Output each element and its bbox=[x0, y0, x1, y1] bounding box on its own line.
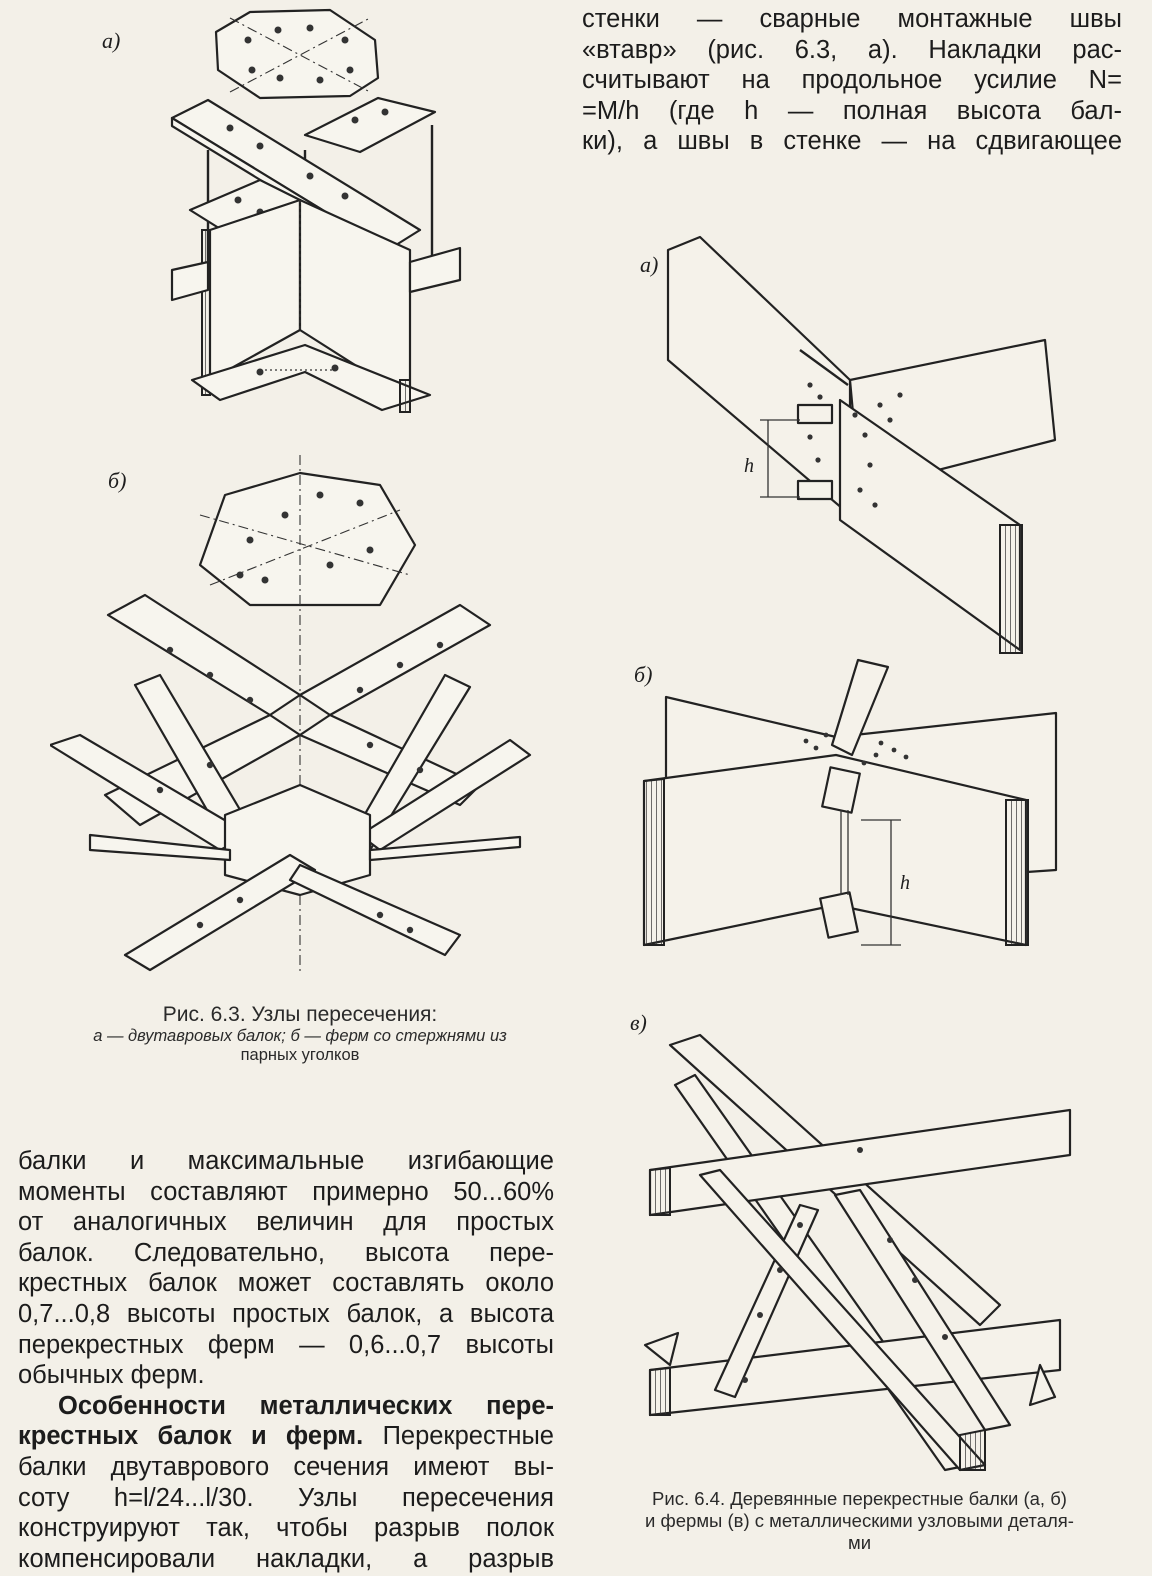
caption-line: парных уголков bbox=[240, 1046, 360, 1064]
heading-bold: Особенности металлических пере- bbox=[58, 1391, 554, 1420]
text-line: =M/h (где h — полная высота бал- bbox=[582, 96, 1122, 125]
figure-6-4a-dim-h: h bbox=[744, 455, 754, 477]
figure-6-4b-wood-beam-node bbox=[636, 655, 1066, 955]
text-line: моменты составляют примерно 50...60% bbox=[18, 1177, 554, 1206]
figure-6-3-label-b: б) bbox=[108, 468, 127, 493]
caption-line: и фермы (в) с металлическими узловыми де… bbox=[645, 1510, 1074, 1531]
figure-6-4-label-v: в) bbox=[630, 1010, 647, 1035]
text-line: балки и максимальные изгибающие bbox=[18, 1147, 554, 1175]
text-line: балки двутаврового сечения имеют вы- bbox=[18, 1452, 554, 1481]
text-line: стенки — сварные монтажные швы bbox=[582, 5, 1122, 33]
text-line: соту h=l/24...l/30. Узлы пересечения bbox=[18, 1483, 554, 1512]
figure-6-4b-dim-h: h bbox=[900, 872, 910, 894]
section-heading: Особенности металлических пере- bbox=[18, 1391, 554, 1422]
text-line: балок. Следовательно, высота пере- bbox=[18, 1238, 554, 1267]
text-line: ки), а швы в стенке — на сдвигающее bbox=[582, 127, 1122, 156]
caption-line: а — двутавровых балок; б — ферм со стерж… bbox=[93, 1027, 507, 1045]
figure-6-3a-i-beam-node bbox=[160, 0, 480, 420]
caption-line: Рис. 6.4. Деревянные перекрестные балки … bbox=[652, 1488, 1067, 1509]
top-right-paragraph: стенки — сварные монтажные швы «втавр» (… bbox=[582, 4, 1122, 157]
figure-6-3-caption: Рис. 6.3. Узлы пересечения: а — двутавро… bbox=[20, 1003, 580, 1065]
text-line: компенсировали накладки, а разрыв bbox=[18, 1544, 554, 1573]
text-span: Перекрестные bbox=[382, 1422, 554, 1451]
figure-6-4-label-b: б) bbox=[634, 662, 653, 687]
heading-bold: крестных балок и ферм. bbox=[18, 1422, 364, 1451]
text-line: от аналогичных величин для простых bbox=[18, 1208, 554, 1237]
text-line: крестных балок и ферм. Перекрестные bbox=[18, 1421, 554, 1452]
text-line: «втавр» (рис. 6.3, а). Накладки рас- bbox=[582, 35, 1122, 64]
text-line: 0,7...0,8 высоты простых балок, а высота bbox=[18, 1299, 554, 1328]
bottom-left-paragraph: балки и максимальные изгибающие моменты … bbox=[18, 1146, 554, 1574]
text-line: конструируют так, чтобы разрыв полок bbox=[18, 1514, 554, 1543]
text-line: считывают на продольное усилие N= bbox=[582, 66, 1122, 95]
figure-6-4-caption: Рис. 6.4. Деревянные перекрестные балки … bbox=[582, 1488, 1137, 1554]
caption-line: ми bbox=[847, 1532, 872, 1553]
text-line: обычных ферм. bbox=[18, 1361, 205, 1390]
figure-6-4v-truss-node bbox=[640, 1025, 1090, 1475]
text-line: крестных балок может составлять около bbox=[18, 1269, 554, 1298]
caption-title: Рис. 6.3. Узлы пересечения: bbox=[162, 1003, 438, 1026]
text-line: перекрестных ферм — 0,6...0,7 высоты bbox=[18, 1330, 554, 1359]
figure-6-3-label-a: а) bbox=[102, 28, 121, 53]
figure-6-4a-wood-beam-node bbox=[660, 225, 1060, 665]
figure-6-4-label-a: а) bbox=[640, 252, 659, 277]
figure-6-3b-truss-node bbox=[50, 455, 550, 985]
